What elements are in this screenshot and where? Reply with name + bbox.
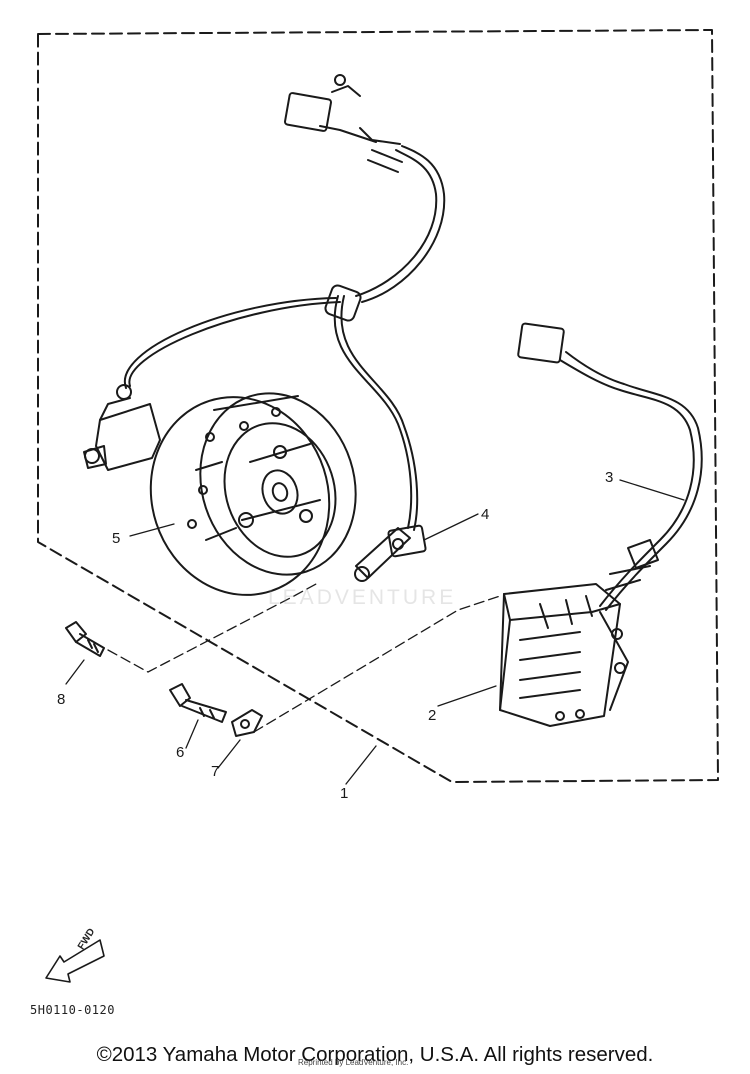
callout-2: 2 [428,707,437,724]
drawing-code: 5H0110-0120 [30,1003,115,1017]
stator-coil [499,583,629,727]
assembly-boundary [37,29,719,783]
pickup-bracket [83,384,161,471]
plate-7 [231,709,263,737]
callout-3: 3 [605,469,614,486]
leader-lines [65,479,685,785]
callout-4: 4 [481,506,490,523]
bolt-6 [169,683,227,723]
callout-1: 1 [340,785,349,802]
reprint-notice: Reprinted by LeadVenture, Inc. [298,1058,409,1067]
pulser-coil [354,524,427,582]
callout-6: 6 [176,744,185,761]
callout-8: 8 [57,691,66,708]
flywheel-rotor [149,392,357,596]
leader-dashes [107,583,501,733]
callout-5: 5 [112,530,121,547]
watermark: LEADVENTURE [268,586,457,609]
fwd-arrow-icon [45,939,105,983]
bolt-8 [65,621,105,657]
wire-harness-upper [123,74,446,531]
copyright-notice: ©2013 Yamaha Motor Corporation, U.S.A. A… [96,1043,654,1066]
wire-harness-stator [517,322,703,611]
callout-7: 7 [211,763,220,780]
